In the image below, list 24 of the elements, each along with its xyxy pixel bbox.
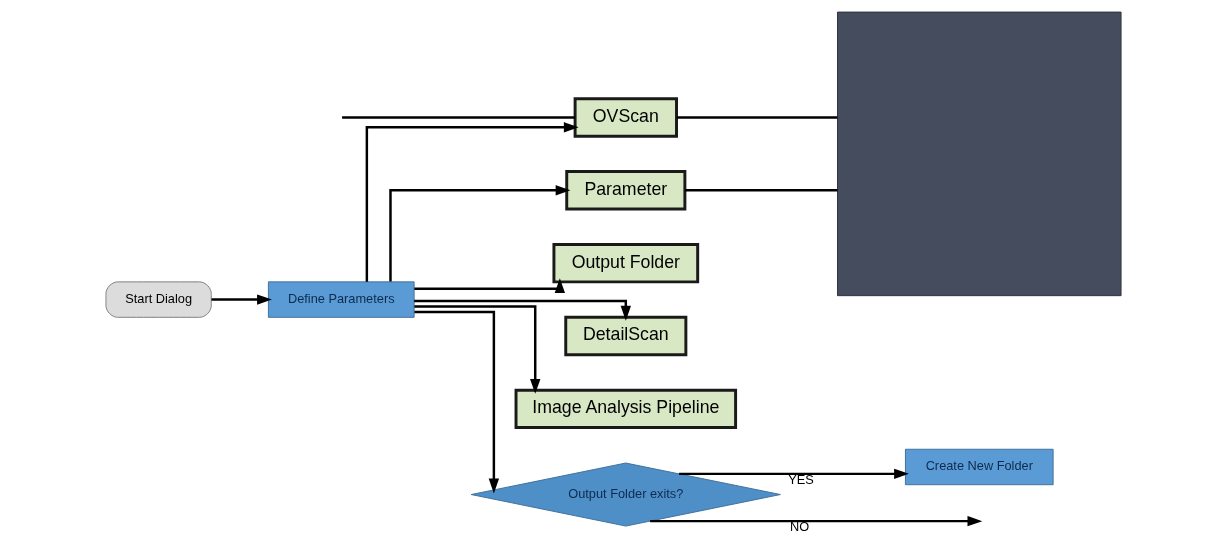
node-diamond: Output Folder exits?	[470, 462, 781, 527]
edge-label: NO	[789, 519, 809, 535]
node-box: OVScan	[573, 97, 678, 138]
connector	[341, 116, 575, 119]
node-box: Create New Folder	[904, 448, 1054, 486]
node-box: Output Folder	[551, 242, 699, 284]
connector	[676, 116, 837, 119]
node-box: Define Parameters	[267, 281, 415, 318]
arrow	[413, 278, 565, 294]
arrow	[365, 122, 579, 282]
node-box: DetailScan	[563, 315, 687, 357]
arrow	[413, 305, 540, 394]
arrow	[210, 294, 272, 305]
node-box: Start Dialog	[104, 281, 212, 318]
node-box: Parameter	[564, 170, 686, 211]
arrow	[649, 515, 982, 527]
arrow	[413, 310, 499, 494]
node-box: Image Analysis Pipeline	[514, 388, 737, 430]
arrow	[388, 185, 570, 282]
node-box	[836, 11, 1122, 297]
connector	[684, 189, 837, 192]
arrow	[678, 468, 909, 480]
edge-label: YES	[787, 472, 814, 488]
arrow	[413, 299, 631, 321]
